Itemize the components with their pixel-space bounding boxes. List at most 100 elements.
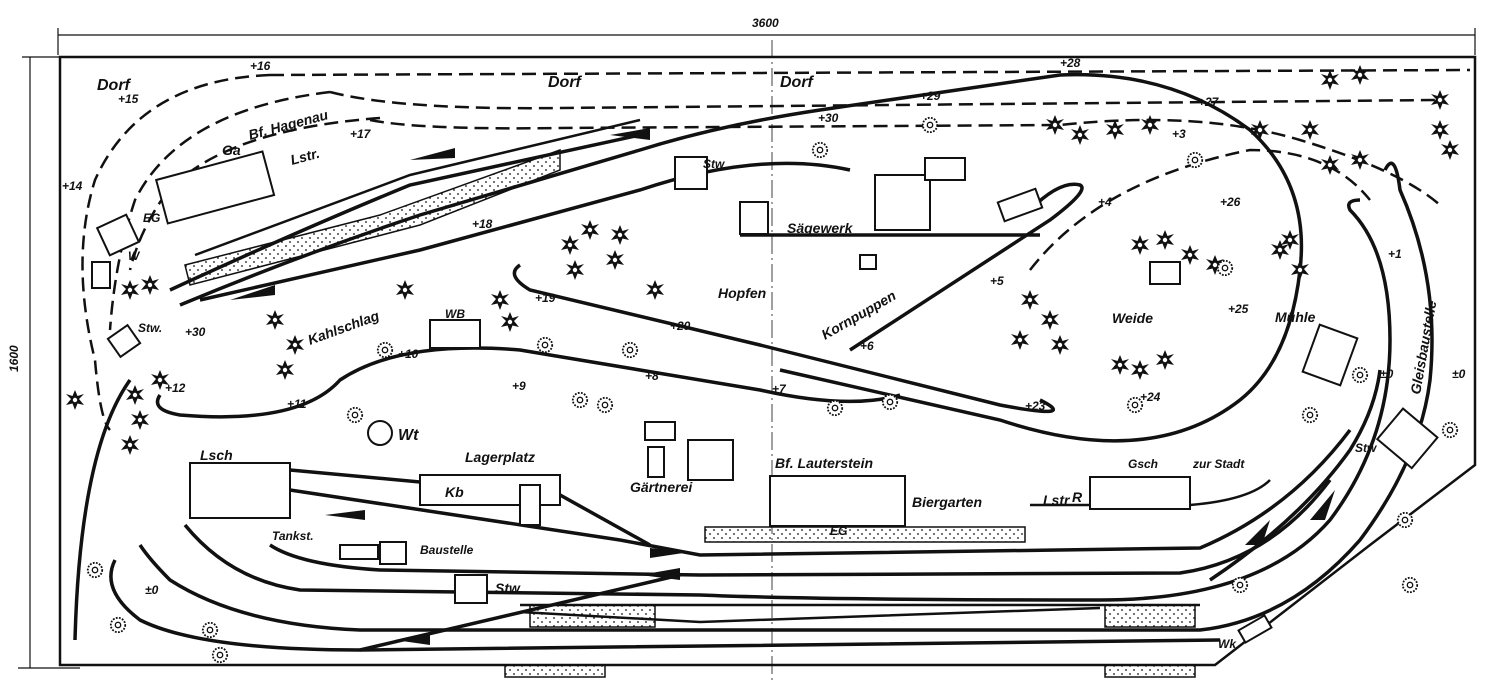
bush-icon: [921, 116, 939, 134]
label-eg-top: EG: [143, 211, 160, 225]
height-marker: +18: [472, 217, 493, 231]
tree-icon: [276, 360, 294, 380]
height-marker: +5: [990, 274, 1004, 288]
height-marker: +8: [645, 369, 659, 383]
label-baustelle: Baustelle: [420, 543, 474, 557]
label-w: W: [128, 249, 141, 263]
height-marker: ±0: [145, 583, 159, 597]
label-bf-hagenau: Bf. Hagenau: [247, 106, 330, 143]
label-kahlschlag: Kahlschlag: [306, 307, 382, 348]
label-bf-lauterstein: Bf. Lauterstein: [775, 455, 873, 471]
height-marker: +23: [1025, 399, 1046, 413]
tree-icon: [606, 250, 624, 270]
tree-icon: [396, 280, 414, 300]
label-gleisbaustelle: Gleisbaustelle: [1407, 299, 1439, 395]
label-stw-left: Stw.: [138, 321, 162, 335]
label-biergarten: Biergarten: [912, 494, 982, 510]
bush-icon: [86, 561, 104, 579]
bush-icon: [536, 336, 554, 354]
tree-icon: [1351, 65, 1369, 85]
width-dimension: 3600: [752, 16, 779, 30]
tree-icon: [491, 290, 509, 310]
height-marker: +3: [1172, 127, 1186, 141]
height-marker: +14: [62, 179, 83, 193]
tree-icon: [1181, 245, 1199, 265]
tree-icon: [1301, 120, 1319, 140]
bush-icon: [881, 393, 899, 411]
bush-icon: [1186, 151, 1204, 169]
platforms: [184, 148, 1196, 678]
label-saegewerk: Sägewerk: [787, 220, 854, 236]
tree-icon: [1351, 150, 1369, 170]
label-gsch: Gsch: [1128, 457, 1158, 471]
tree-icon: [121, 280, 139, 300]
height-marker: +1: [1388, 247, 1402, 261]
bush-icon: [109, 616, 127, 634]
bush-icon: [1216, 259, 1234, 277]
tree-icon: [1131, 360, 1149, 380]
height-marker: +20: [670, 319, 691, 333]
switch-frogs: [230, 128, 1335, 645]
tree-icon: [286, 335, 304, 355]
label-wt: Wt: [398, 427, 419, 444]
label-wk: Wk: [1218, 637, 1237, 651]
dimension-lines: [18, 28, 1476, 669]
label-zur-stadt: zur Stadt: [1192, 457, 1245, 471]
label-dorf-mid2: Dorf: [780, 74, 815, 91]
bush-icon: [811, 141, 829, 159]
label-eg-bottom: EG: [830, 524, 847, 538]
tree-icon: [646, 280, 664, 300]
bush-icon: [1231, 576, 1249, 594]
tree-icon: [1156, 350, 1174, 370]
tree-icon: [501, 312, 519, 332]
tree-icon: [1011, 330, 1029, 350]
tree-icon: [1141, 115, 1159, 135]
tree-icon: [1106, 120, 1124, 140]
height-marker: +27: [1198, 95, 1220, 109]
label-stw-top: Stw: [703, 157, 725, 171]
tree-icon: [1021, 290, 1039, 310]
tree-icon: [126, 385, 144, 405]
bush-icon: [1441, 421, 1459, 439]
bush-icon: [201, 621, 219, 639]
height-marker: +9: [512, 379, 526, 393]
label-ga: Ga: [222, 142, 241, 158]
label-lagerplatz: Lagerplatz: [465, 449, 535, 465]
baseboard-outline: [58, 55, 1477, 667]
height-marker: +16: [250, 59, 271, 73]
tree-icon: [141, 275, 159, 295]
bush-icon: [596, 396, 614, 414]
bush-icon: [571, 391, 589, 409]
height-marker: +17: [350, 127, 372, 141]
label-muehle: Mühle: [1275, 309, 1316, 325]
main-tracks: [73, 72, 1434, 652]
bush-icon: [1351, 366, 1369, 384]
label-stw-right: Stw: [1355, 441, 1377, 455]
label-gaertnerei: Gärtnerei: [630, 479, 693, 495]
tree-icon: [1321, 70, 1339, 90]
height-marker: +28: [1060, 56, 1081, 70]
height-marker: ±0: [1452, 367, 1466, 381]
label-r: R: [1072, 489, 1083, 505]
tree-icon: [1051, 335, 1069, 355]
bush-icon: [1396, 511, 1414, 529]
tree-icon: [561, 235, 579, 255]
height-marker: +15: [118, 92, 139, 106]
tree-icon: [611, 225, 629, 245]
height-marker: +25: [1228, 302, 1249, 316]
label-lstr-bottom: Lstr: [1043, 492, 1071, 508]
bush-icon: [826, 399, 844, 417]
label-stw-bottom: Stw: [495, 580, 521, 596]
label-hopfen: Hopfen: [718, 285, 766, 301]
height-marker: +7: [772, 382, 787, 396]
tree-icon: [266, 310, 284, 330]
height-marker: +11: [287, 397, 307, 411]
height-marker: +19: [535, 291, 556, 305]
trees: [66, 65, 1459, 664]
height-marker: +6: [860, 339, 874, 353]
buildings: [91, 150, 1439, 644]
label-lsch: Lsch: [200, 447, 233, 463]
tree-icon: [1431, 120, 1449, 140]
height-marker: +30: [818, 111, 839, 125]
